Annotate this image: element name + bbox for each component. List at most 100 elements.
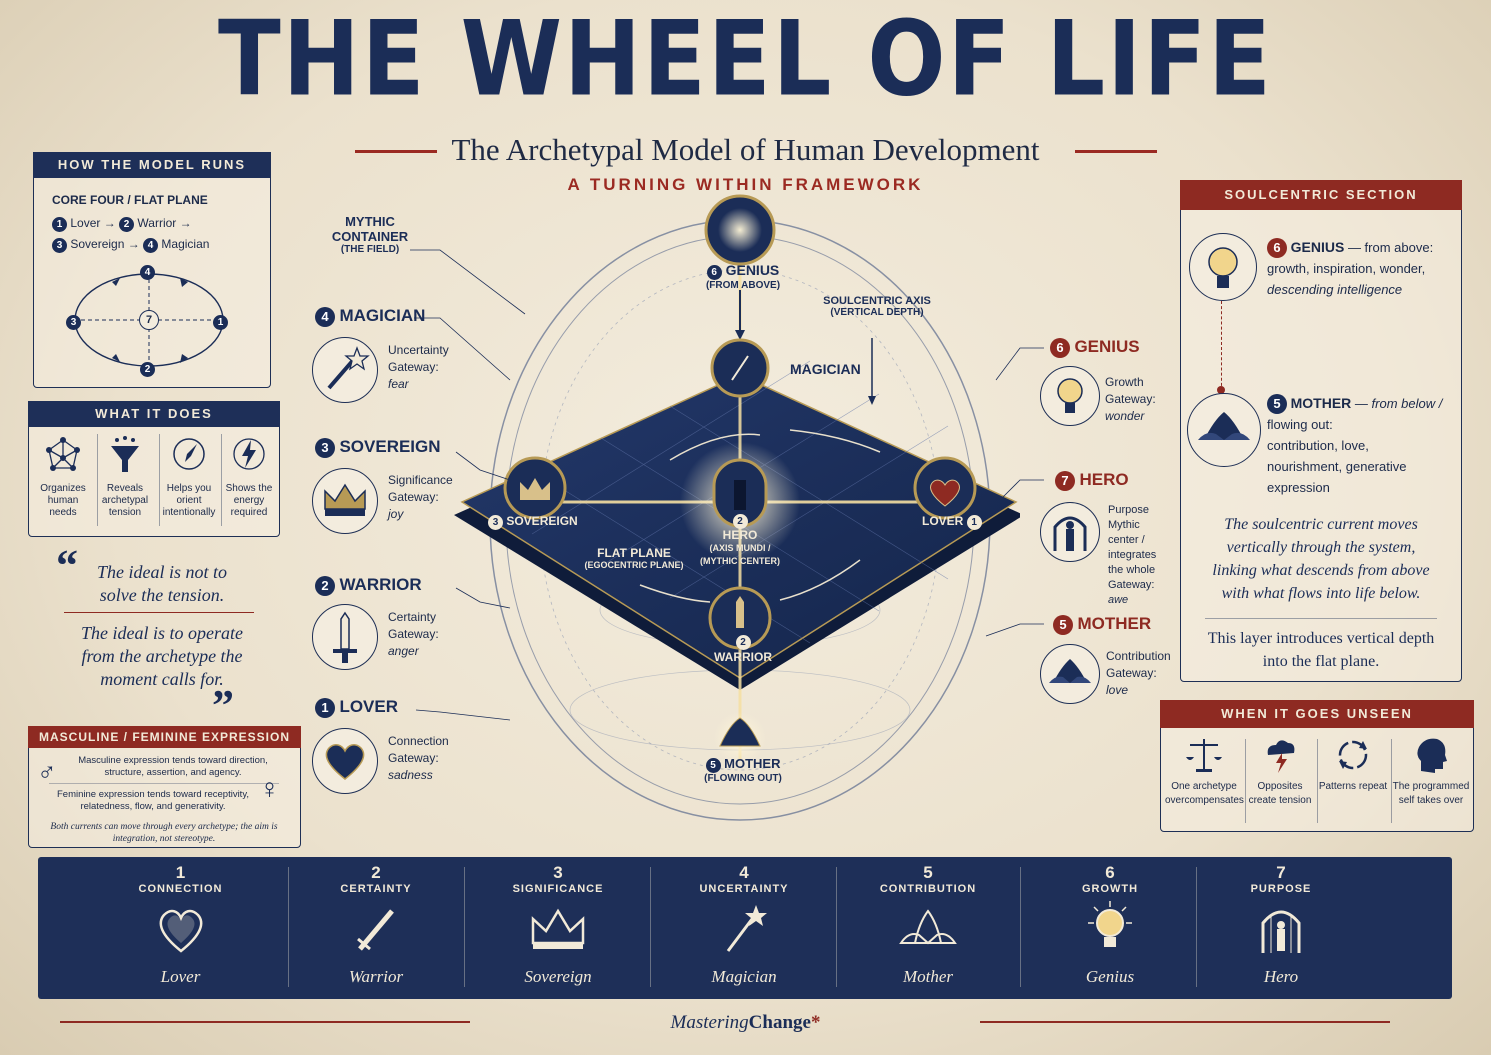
what-item-3: Helps you orient intentionally [159, 434, 219, 532]
male-symbol-icon: ♂ [37, 757, 57, 787]
wand-icon [312, 337, 378, 403]
storm-icon [1267, 740, 1295, 773]
subtitle-rule-right [1075, 150, 1157, 153]
mother-bottom-label: 5 MOTHER (FLOWING OUT) [704, 756, 782, 784]
right-archetype-hero: 7 HERO [1055, 470, 1129, 491]
soulcentric-mother: 5 MOTHER — from below / flowing out: con… [1267, 394, 1443, 495]
warrior-center-label: 2 WARRIOR [714, 635, 772, 664]
soulcentric-heading: SOULCENTRIC SECTION [1180, 180, 1462, 210]
tagline: A TURNING WITHIN FRAMEWORK [567, 175, 924, 194]
left-archetype-lover: 1 LOVER [315, 697, 398, 718]
right-archetype-mother: 5 MOTHER [1053, 614, 1151, 635]
strip-crown-icon [531, 908, 585, 949]
masculine-feminine-panel: MASCULINE / FEMININE EXPRESSION ♂ Mascul… [28, 726, 301, 848]
masculine-text: Masculine expression tends toward direct… [78, 755, 268, 778]
hero-arch-icon [1040, 502, 1100, 562]
how-model-runs-heading: HOW THE MODEL RUNS [33, 152, 271, 178]
sequence-line-2: 3 Sovereign → 4 Magician [52, 237, 209, 253]
unseen-item-4: The programmed self takes over [1391, 735, 1471, 808]
unseen-panel: WHEN IT GOES UNSEEN One archetype overco… [1160, 700, 1474, 832]
heart-icon [312, 728, 378, 794]
quote-line-1: The ideal is not to solve the tension. [97, 562, 227, 605]
quote-divider [64, 612, 254, 613]
quote-open-mark: “ [56, 541, 78, 590]
footer-rule-left [60, 1021, 470, 1023]
soulcentric-lotus-icon [1187, 393, 1261, 467]
unseen-item-3: Patterns repeat [1317, 735, 1389, 794]
soulcentric-para-2: This layer introduces vertical depth int… [1207, 630, 1435, 670]
quote-line-2: The ideal is to operate from the archety… [81, 623, 243, 689]
lotus-icon [1040, 644, 1100, 704]
lightning-icon [233, 438, 265, 470]
cycle-node-top: 4 [140, 262, 155, 280]
feminine-text: Feminine expression tends toward recepti… [56, 789, 250, 812]
what-item-1: Organizes human needs [33, 434, 93, 532]
lightbulb-icon [1040, 366, 1100, 426]
funnel-icon [111, 436, 139, 472]
left-leader-lines [414, 317, 511, 721]
magician-center-label: MAGICIAN [790, 361, 861, 377]
what-it-does-panel: WHAT IT DOES Organizes human needs Revea… [28, 401, 280, 537]
genius-top-label: 6 GENIUS (FROM ABOVE) [705, 262, 781, 291]
strip-hero-arch-icon [1261, 910, 1301, 953]
strip-heart-icon [159, 909, 202, 953]
quote-close-mark: ” [212, 681, 234, 730]
left-archetype-magician: 4 MAGICIAN [315, 306, 425, 327]
footer-rule-right [980, 1021, 1390, 1023]
flat-plane-label: FLAT PLANE (EGOCENTRIC PLANE) [584, 546, 684, 570]
head-icon [1417, 738, 1447, 773]
network-icon [46, 437, 80, 471]
mythic-container-label: MYTHIC CONTAINER (THE FIELD) [331, 214, 409, 255]
strip-lotus-icon [899, 909, 957, 945]
subtitle-rule-left [355, 150, 437, 153]
hero-center-label: 2 HERO (AXIS MUNDI / (MYTHIC CENTER) [700, 514, 780, 566]
brand-logo: MasteringChange* [670, 1012, 821, 1033]
what-item-2: Reveals archetypal tension [95, 434, 155, 532]
left-archetype-sovereign: 3 SOVEREIGN [315, 437, 441, 458]
compass-icon [173, 438, 205, 470]
unseen-heading: WHEN IT GOES UNSEEN [1160, 700, 1474, 728]
right-leader-lines [985, 347, 1044, 637]
unseen-item-2: Opposites create tension [1245, 735, 1315, 808]
strip-wand-icon [726, 905, 767, 952]
what-item-4: Shows the energy required [219, 434, 279, 532]
cycle-node-bottom: 2 [140, 359, 155, 377]
soulcentric-lightbulb-icon [1189, 233, 1257, 301]
masculine-feminine-heading: MASCULINE / FEMININE EXPRESSION [28, 726, 301, 748]
how-model-runs-panel: HOW THE MODEL RUNS CORE FOUR / FLAT PLAN… [33, 152, 271, 388]
right-archetype-genius: 6 GENIUS [1050, 337, 1140, 358]
soulcentric-genius: 6 GENIUS — from above: growth, inspirati… [1267, 238, 1434, 297]
page-title: THE WHEEL OF LIFE [217, 0, 1274, 120]
lover-center-label: LOVER 1 [922, 514, 982, 530]
sword-icon [312, 604, 378, 670]
cycle-node-center: 7 [139, 310, 159, 330]
crown-icon [312, 468, 378, 534]
cycle-icon [1338, 740, 1368, 770]
scales-icon [1186, 739, 1222, 772]
page-subtitle: The Archetypal Model of Human Developmen… [451, 132, 1040, 167]
strip-lightbulb-icon [1088, 901, 1132, 947]
sovereign-center-label: 3 SOVEREIGN [488, 514, 578, 530]
integration-note: Both currents can move through every arc… [50, 822, 278, 844]
soulcentric-axis-label: SOULCENTRIC AXIS (VERTICAL DEPTH) [823, 295, 931, 318]
mythic-container-leader [410, 249, 526, 315]
cycle-node-left: 3 [66, 312, 81, 330]
core-four-subheading: CORE FOUR / FLAT PLANE [52, 193, 208, 207]
unseen-item-1: One archetype overcompensates [1165, 735, 1244, 808]
soulcentric-panel: SOULCENTRIC SECTION 6 GENIUS — from abov… [1180, 180, 1462, 682]
female-symbol-icon: ♀ [259, 773, 280, 804]
